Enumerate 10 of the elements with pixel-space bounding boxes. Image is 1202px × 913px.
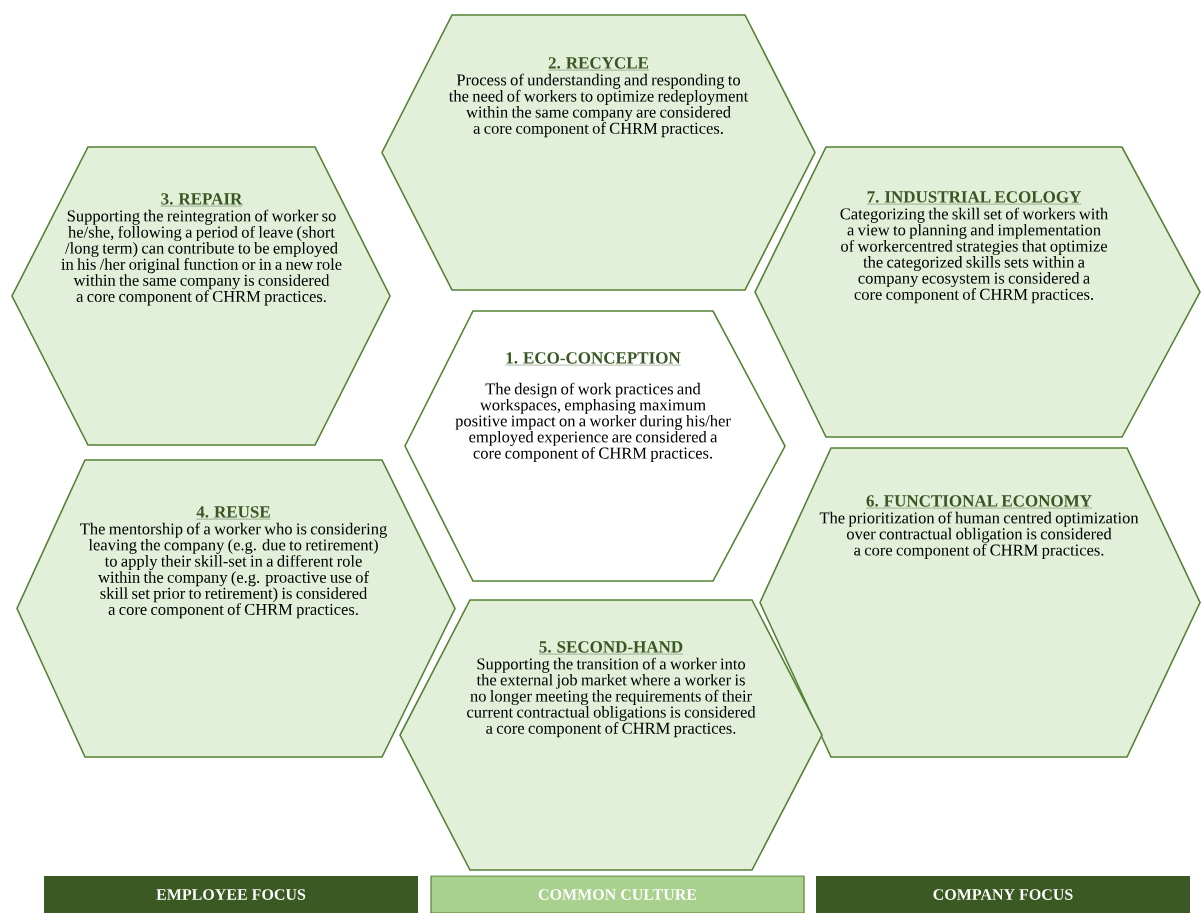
hexagon-card: 7. INDUSTRIAL ECOLOGY Categorizing the skill set of workers with a view to planning and implementation of workercentred strategies that optimize the categorized skills sets within a company ecosystem is considered a core component of CHRM practices.: [754, 146, 1201, 438]
hexagon-card: 5. SECOND-HAND Supporting the transition of a worker into the external job market where a worker is no longer meeting the requirements of their current contractual obligations is considered a core component of CHRM practices.: [399, 599, 823, 871]
banner-bar: EMPLOYEE FOCUS: [44, 876, 418, 913]
banner-bar: COMMON CULTURE: [430, 875, 805, 913]
banner-bar: COMPANY FOCUS: [816, 876, 1190, 913]
hexagon-card: 1. ECO-CONCEPTION The design of work practices and workspaces, emphasing maximum positive impact on a worker during his/her employed experience are considered a core component of CHRM practices.: [404, 310, 786, 582]
hexagon-card: 3. REPAIR Supporting the reintegration of worker so he/she, following a period of leave (short /long term) can contribute to be employed in his /her original function or in a new role within the same company is considered a core component of CHRM practices.: [11, 146, 391, 446]
hexagon-card: 6. FUNCTIONAL ECONOMY The prioritization of human centred optimization over contractual obligation is considered a core component of CHRM practices.: [759, 447, 1201, 758]
hexagon-card: 4. REUSE The mentorship of a worker who is considering leaving the company (e.g. due to retirement) to apply their skill-set in a different role within the company (e.g. proactive use of skill set prior to retirement) is considered a core component of CHRM practices.: [16, 459, 456, 758]
hexagon-card: 2. RECYCLE Process of understanding and responding to the need of workers to optimize redeployment within the same company are considered a core component of CHRM practices.: [381, 14, 816, 291]
